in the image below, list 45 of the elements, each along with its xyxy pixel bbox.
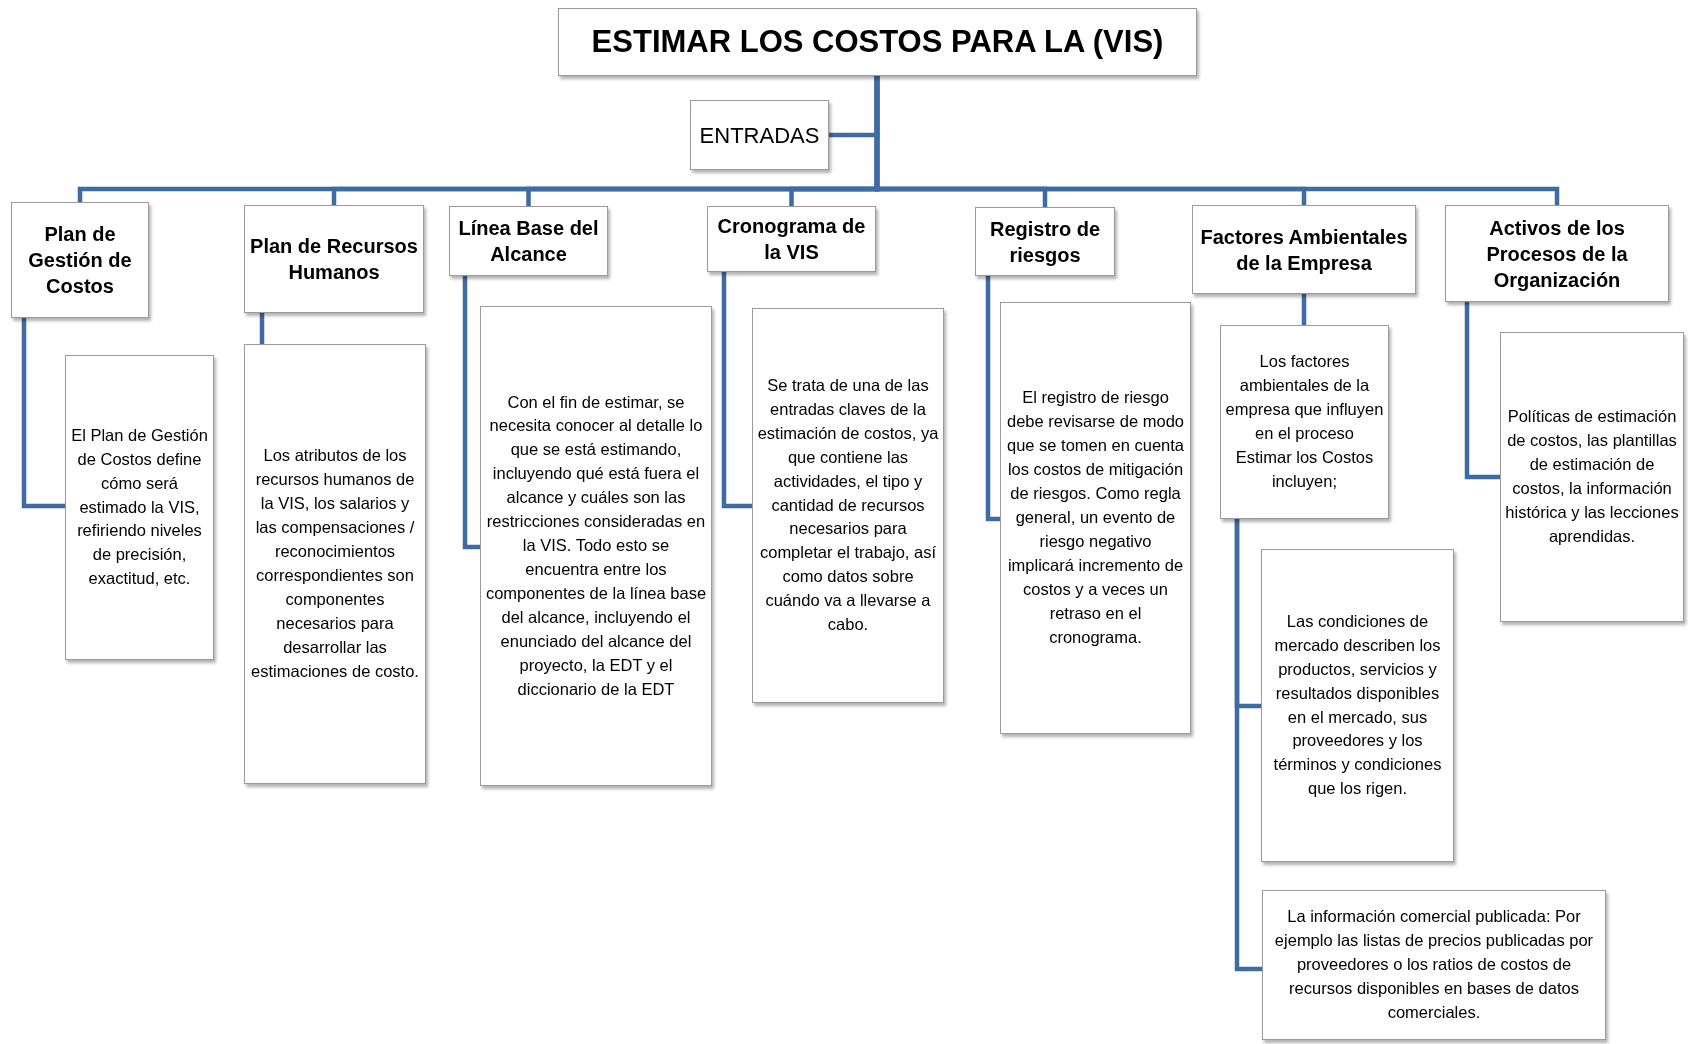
description-box [1500, 332, 1684, 622]
description-text: Políticas de estimación de costos, las plantillas de estimación de costos, la información histórica y las lecciones aprendidas. [1505, 406, 1679, 547]
connector-line [1464, 302, 1500, 480]
heading-text: Plan de Gestión de Costos [27, 222, 133, 299]
input-box [11, 202, 149, 318]
category-box [690, 100, 829, 170]
heading-text: ENTRADAS [699, 121, 820, 150]
input-box [1445, 205, 1669, 302]
description-text: La información comercial publicada: Por ejemplo las listas de precios publicadas por proveedores o los ratios de costos de recursos disponibles en bases de datos comerciales. [1273, 906, 1595, 1023]
connector-line [874, 76, 1560, 205]
input-box [707, 206, 876, 272]
input-box [449, 206, 608, 276]
heading-text: Plan de Recursos Humanos [249, 234, 419, 285]
description-box [1261, 549, 1454, 862]
description-text: El registro de riesgo debe revisarse de modo que se tomen en cuenta los costos de mitigación de riesgos. Como regla general, un evento de riesgo negativo implicará incremento de costos y a veces un retraso en el cronograma. [1005, 387, 1185, 648]
connector-line [1301, 294, 1307, 325]
heading-text: Cronograma de la VIS [716, 214, 867, 265]
connector-line [985, 276, 1000, 522]
description-box [480, 306, 712, 786]
description-text: El Plan de Gestión de Costos define cómo será estimado la VIS, refiriendo niveles de precisión, exactitud, etc. [70, 424, 209, 590]
connector-line [1234, 519, 1262, 972]
description-text: Las condiciones de mercado describen los productos, servicios y resultados disponibles en el mercado, sus proveedores y los términos y condiciones que los rigen. [1272, 610, 1443, 800]
description-box [244, 344, 426, 784]
description-text: Se trata de una de las entradas claves de la estimación de costos, ya que contiene las actividades, el tipo y cantidad de recursos necesarios para completar el trabajo, así como datos sobre cuándo va a llevarse a cabo. [757, 374, 939, 636]
description-box [1000, 302, 1191, 734]
heading-text: Activos de los Procesos de la Organización [1485, 215, 1629, 293]
input-box [975, 207, 1115, 276]
title-box [558, 8, 1197, 76]
heading-text: Registro de riesgos [989, 216, 1101, 268]
connector-line [462, 276, 480, 550]
connector-line [259, 313, 265, 344]
input-box [244, 205, 424, 313]
heading-text: Factores Ambientales de la Empresa [1199, 224, 1409, 276]
description-box [1262, 890, 1606, 1040]
connector-line [21, 318, 65, 509]
description-box [1220, 325, 1389, 519]
description-text: Con el fin de estimar, se necesita conocer al detalle lo que se está estimando, incluyendo qué está fuera el alcance y cuáles son las restricciones consideradas en la VIS. Todo esto se encuentra entre los componentes de la línea base del alcance, incluyendo el enunciado del alcance del proyecto, la EDT y el diccionario de la EDT [485, 391, 707, 700]
connector-line [721, 272, 752, 509]
heading-text: ESTIMAR LOS COSTOS PARA LA (VIS) [591, 22, 1164, 61]
input-box [1192, 205, 1416, 294]
description-text: Los atributos de los recursos humanos de la VIS, los salarios y las compensaciones / reconocimientos correspondientes son componentes necesarios para desarrollar las estimaciones de costo. [250, 445, 420, 682]
description-box [65, 355, 214, 660]
heading-text: Línea Base del Alcance [457, 216, 600, 267]
description-text: Los factores ambientales de la empresa que influyen en el proceso Estimar los Costos incluyen; [1225, 351, 1384, 492]
description-box [752, 308, 944, 703]
